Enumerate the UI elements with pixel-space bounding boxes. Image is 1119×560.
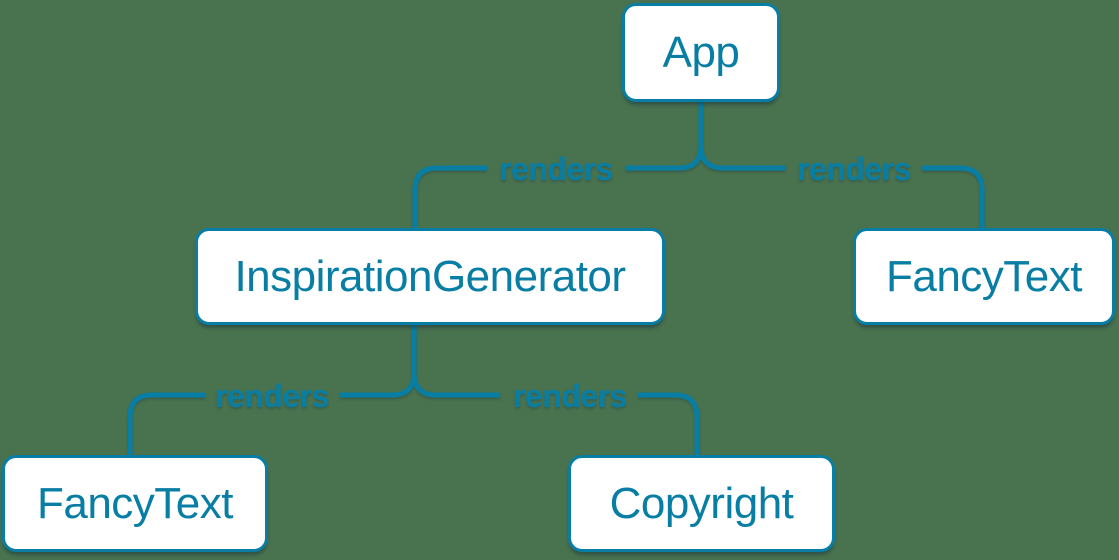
edge-label-renders: renders — [215, 378, 329, 414]
edge-app-to-fancytext — [698, 102, 985, 228]
node-copyright: Copyright — [568, 455, 835, 552]
edge-label-renders: renders — [513, 378, 627, 414]
node-fancy-text-right: FancyText — [853, 228, 1115, 325]
edge-inspirationgenerator-to-copyright — [411, 325, 700, 455]
node-app: App — [622, 3, 780, 102]
node-inspiration-generator: InspirationGenerator — [195, 228, 665, 325]
edge-label-renders: renders — [499, 151, 613, 187]
edge-label-renders: renders — [797, 151, 911, 187]
node-fancy-text-left: FancyText — [2, 455, 268, 552]
